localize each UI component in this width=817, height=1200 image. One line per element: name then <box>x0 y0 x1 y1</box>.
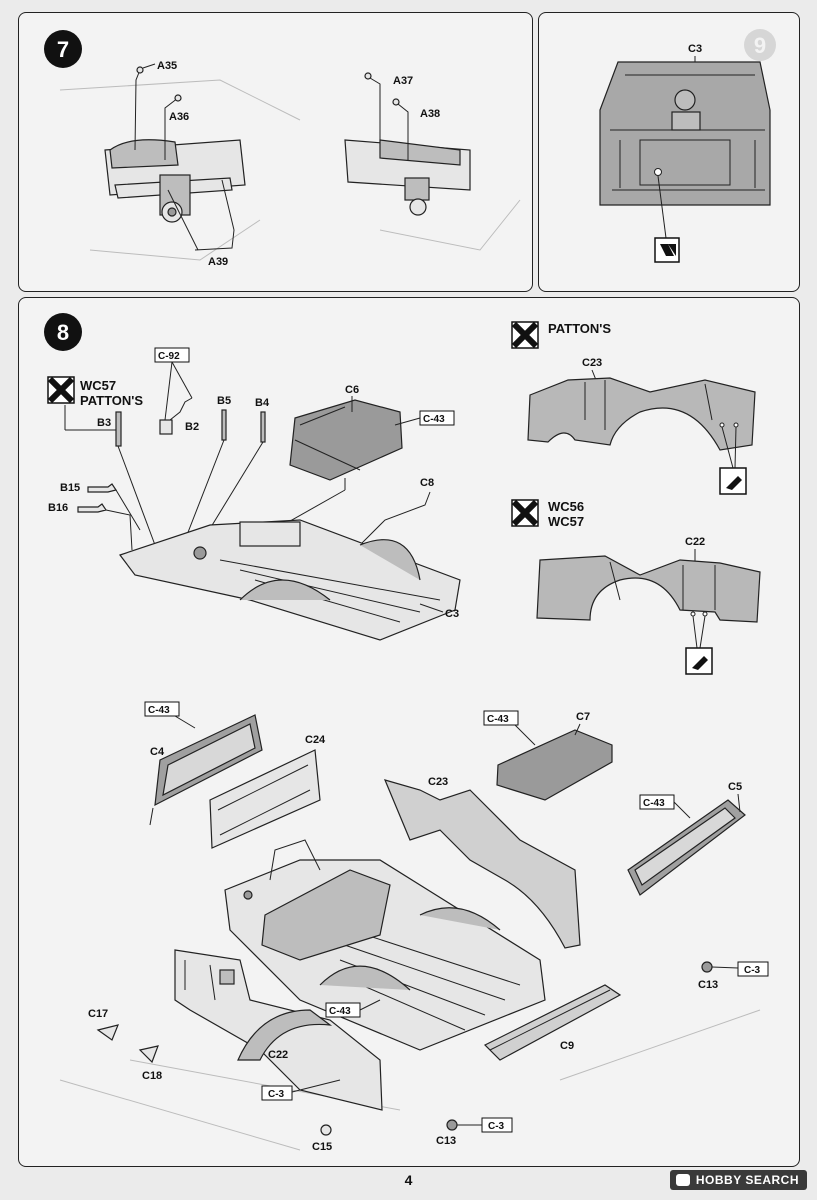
label-c3-b: C-3 <box>744 965 761 976</box>
label-c9: C9 <box>560 1040 574 1052</box>
watermark: HOBBY SEARCH <box>669 1170 807 1190</box>
label-c5: C5 <box>728 781 742 793</box>
label-b2: B2 <box>185 421 199 433</box>
label-c92: C-92 <box>158 351 180 362</box>
label-a39: A39 <box>208 256 228 268</box>
page-number: 4 <box>404 1172 413 1188</box>
label-a37: A37 <box>393 75 413 87</box>
label-c17: C17 <box>88 1008 108 1020</box>
ref-box-c3-c <box>261 1085 293 1101</box>
step8-badge <box>44 313 82 351</box>
label-c43-e: C-43 <box>329 1006 351 1017</box>
ref-box-c43-b <box>144 701 180 717</box>
label-c3-top: C3 <box>688 43 702 55</box>
label-a36: A36 <box>169 111 189 123</box>
variant-wc57-line2: PATTON'S <box>80 393 143 408</box>
label-b3: B3 <box>97 417 111 429</box>
label-c23-top: C23 <box>582 357 602 369</box>
label-c22: C22 <box>268 1049 288 1061</box>
variant-pattons: PATTON'S <box>548 321 611 336</box>
label-c22-top: C22 <box>685 536 705 548</box>
step7-group: 7 A35 A36 A39 A37 A38 <box>44 30 521 268</box>
label-c3-c: C-3 <box>268 1089 285 1100</box>
step9-number: 9 <box>754 33 766 58</box>
label-c4: C4 <box>150 746 165 758</box>
label-c13-a: C13 <box>698 979 718 991</box>
label-b15: B15 <box>60 482 80 494</box>
label-c13-b: C13 <box>436 1135 456 1147</box>
variant-wc56-line1: WC56 <box>548 499 584 514</box>
step8-number: 8 <box>57 320 69 345</box>
label-c3-chassis: C3 <box>445 608 459 620</box>
label-a38: A38 <box>420 108 440 120</box>
step8-group: 8 WC57 PATTON'S C-92 B2 B3 B5 B4 B15 B16 <box>44 313 769 1153</box>
label-c43-b: C-43 <box>148 705 170 716</box>
label-c18: C18 <box>142 1070 162 1082</box>
label-c8: C8 <box>420 477 434 489</box>
label-c15: C15 <box>312 1141 332 1153</box>
label-b16: B16 <box>48 502 68 514</box>
step9-badge <box>744 29 776 61</box>
watermark-text: HOBBY SEARCH <box>695 1173 799 1187</box>
step7-number: 7 <box>57 37 69 62</box>
label-c43-a: C-43 <box>423 414 445 425</box>
label-c43-d: C-43 <box>643 798 665 809</box>
step7-badge <box>44 30 82 68</box>
label-c3-d: C-3 <box>488 1121 505 1132</box>
step8-panel <box>18 297 800 1167</box>
label-b5: B5 <box>217 395 231 407</box>
label-c43-c: C-43 <box>487 714 509 725</box>
label-c24: C24 <box>305 734 326 746</box>
label-c23: C23 <box>428 776 448 788</box>
step9-group: 9 C3 <box>599 29 776 263</box>
label-c6: C6 <box>345 384 359 396</box>
label-b4: B4 <box>255 397 270 409</box>
variant-wc56-line2: WC57 <box>548 514 584 529</box>
ref-box-c43-c <box>483 710 519 726</box>
ref-box-c3-b <box>737 961 769 977</box>
variant-wc57-line1: WC57 <box>80 378 116 393</box>
label-c7: C7 <box>576 711 590 723</box>
watermark-logo-icon <box>675 1174 690 1186</box>
label-a35: A35 <box>157 60 177 72</box>
